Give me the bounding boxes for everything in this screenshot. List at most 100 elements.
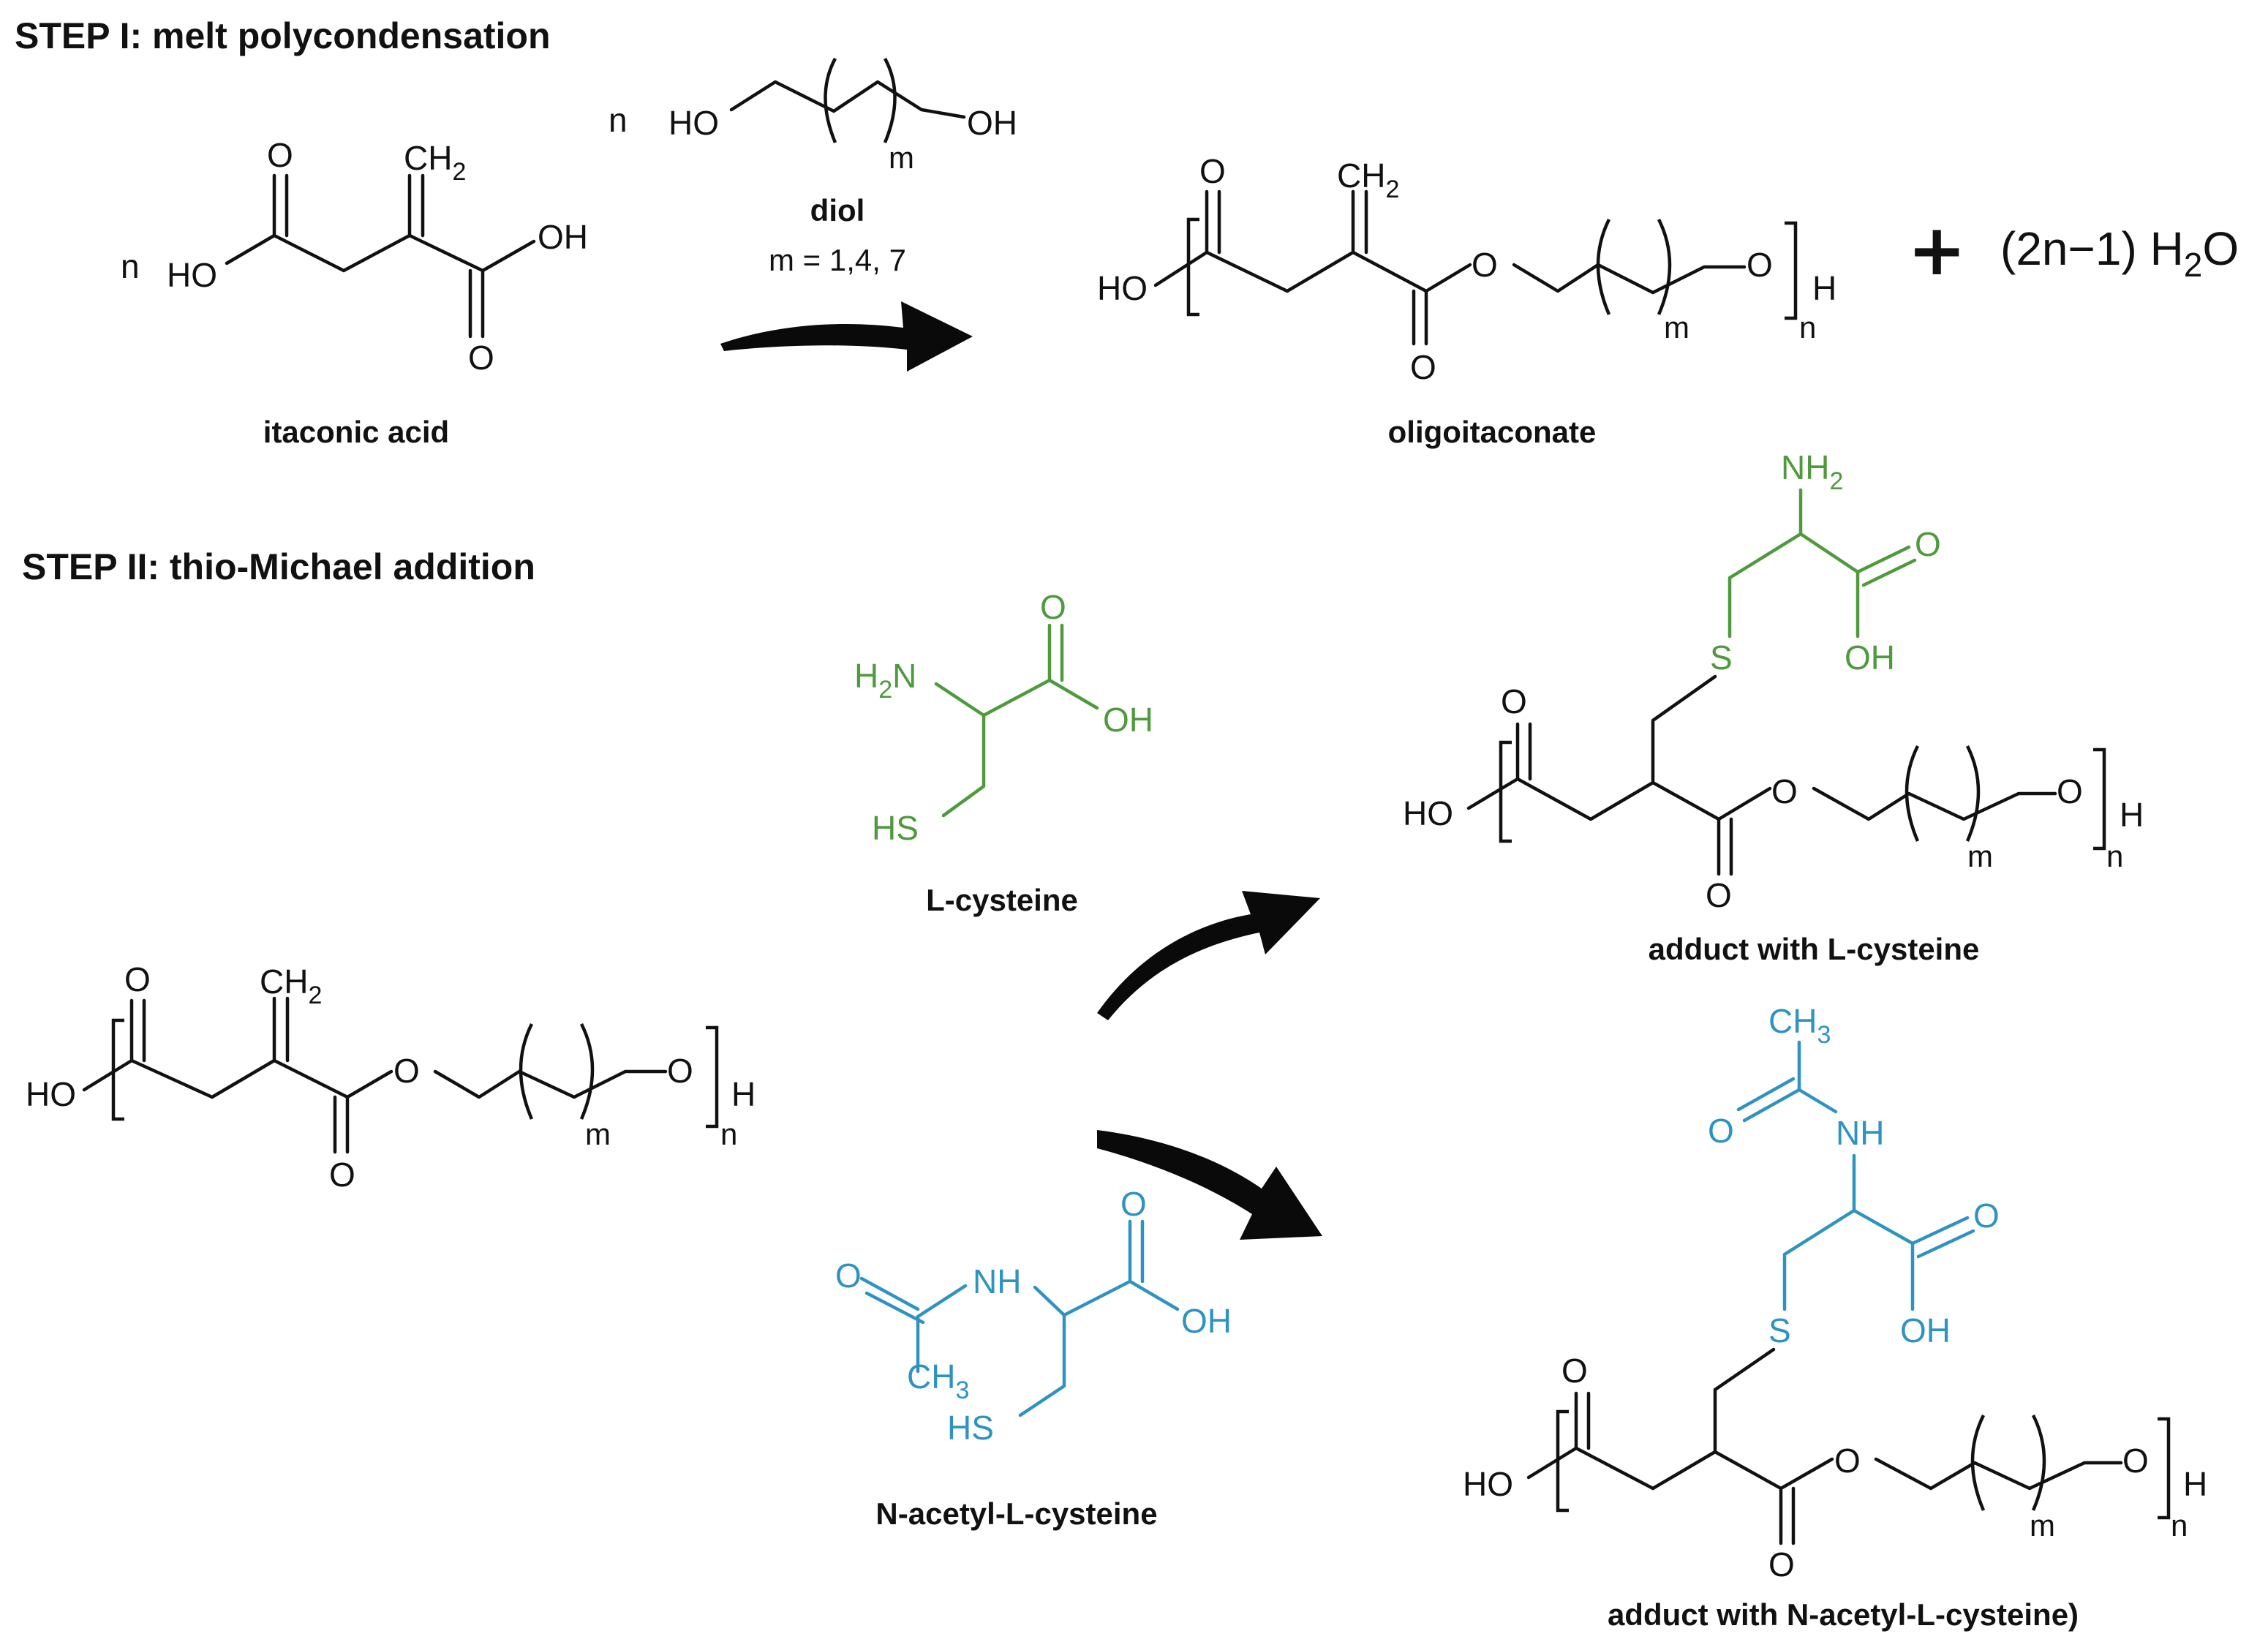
cys-o-top: O [1040,588,1066,626]
cysteine-adduct-structure: NH2 O OH S O HO O O O H m n adduct with … [1403,448,2144,966]
adduct-nac-o-acetyl: O [1708,1112,1734,1150]
oligo2-ch2: CH2 [260,963,322,1009]
adduct-nac-left-bracket [1556,1409,1569,1513]
adduct-nac-nh: NH [1836,1114,1884,1152]
nac-bonds [859,1219,1180,1417]
oligo1-ho: HO [1097,269,1148,307]
oligo2-o-ester: O [393,1052,420,1090]
adduct-nac-m: m [2030,1508,2055,1543]
oligo2-ho: HO [26,1075,76,1113]
oligo1-ch2: CH2 [1337,157,1399,203]
adduct-cys-h-end: H [2120,796,2144,834]
oligo1-right-bracket [1785,221,1798,320]
adduct-cys-repeat-parentheses [1905,745,1981,842]
oligo2-repeat-parentheses [519,1023,595,1120]
nac-nh: NH [973,1262,1021,1300]
nac-reaction-arrow [1097,1130,1322,1240]
itaconic-ho-left: HO [167,256,217,294]
l-cysteine-structure: H2N O OH HS L-cysteine [854,588,1153,917]
adduct-nac-backbone-bonds [1526,1347,2123,1545]
adduct-nac-o-top: O [1561,1352,1588,1390]
nac-caption: N-acetyl-L-cysteine [875,1496,1157,1531]
oligo1-o-end: O [1747,246,1773,284]
cys-oh: OH [1103,701,1153,739]
oligo2-bonds [82,996,668,1154]
diol-ho: HO [668,104,719,142]
cys-h2n: H2N [854,657,916,704]
adduct-nac-blue-bonds [1736,1040,1975,1311]
adduct-nac-oh: OH [1900,1311,1951,1349]
oligo2-o-end: O [667,1052,693,1090]
oligoitaconate-caption: oligoitaconate [1388,415,1597,449]
oligo2-m: m [585,1117,611,1151]
l-cysteine-caption: L-cysteine [926,883,1078,917]
itaconic-bonds [225,173,536,339]
adduct-cys-o-bottom: O [1706,876,1732,914]
oligo1-n: n [1799,310,1816,344]
adduct-cys-backbone-bonds [1466,674,2057,876]
plus-sign: + [1907,209,1966,291]
adduct-nac-repeat-parentheses [1970,1414,2046,1511]
step1-title: STEP I: melt polycondensation [15,15,551,56]
adduct-cys-nh2: NH2 [1781,448,1843,495]
adduct-nac-ho: HO [1463,1465,1513,1503]
adduct-cys-ho: HO [1403,794,1453,832]
oligo1-o-bottom: O [1410,348,1436,386]
adduct-cys-o-acid: O [1915,525,1941,563]
oligo2-n: n [720,1117,737,1151]
adduct-nac-o-end: O [2122,1442,2149,1480]
oligo1-o-ester: O [1472,246,1498,284]
oligo2-o-bottom: O [329,1156,355,1194]
adduct-cys-o-ester: O [1771,772,1798,810]
nac-oh: OH [1181,1302,1232,1340]
oligo1-bonds [1153,189,1747,346]
adduct-nac-ch3: CH3 [1768,1002,1831,1049]
step1-reaction-arrow [720,301,973,372]
oligo-reactant-structure: HO O CH2 O O O H m n [26,960,756,1194]
itaconic-acid-structure: n HO O CH2 OH O itaconic acid [121,136,588,449]
nac-o-top: O [1120,1185,1147,1223]
adduct-cys-s: S [1710,639,1733,677]
adduct-nac-caption: adduct with N-acetyl-L-cysteine) [1608,1597,2079,1632]
diol-bonds [729,80,966,119]
oligoitaconate-structure: HO O CH2 O O O H m n oligoitaconate [1097,152,1836,449]
diol-repeat-parentheses [824,57,897,143]
diol-oh: OH [967,104,1017,142]
oligo2-left-bracket [111,1018,124,1121]
adduct-nac-h-end: H [2183,1465,2207,1503]
adduct-cys-oh: OH [1845,639,1895,677]
oligo1-m: m [1664,310,1689,344]
adduct-cys-green-bonds [1728,488,1917,639]
adduct-cys-o-top: O [1501,682,1527,720]
itaconic-ch2-label: CH2 [404,139,466,186]
oligo2-o-top: O [124,960,151,998]
cys-hs: HS [872,809,919,847]
nac-adduct-structure: CH3 O NH O OH S O HO O O O H m n adduct … [1463,1002,2207,1632]
diol-coefficient: n [609,101,628,139]
itaconic-coefficient: n [121,247,140,285]
adduct-cys-n: n [2106,839,2123,873]
nac-o-acetyl: O [835,1257,862,1295]
cys-bonds [934,623,1099,818]
diol-condition: m = 1,4, 7 [769,243,906,277]
adduct-nac-right-bracket [2158,1417,2171,1520]
oligo1-left-bracket [1186,217,1199,317]
itaconic-o-top: O [267,136,293,174]
adduct-cys-m: m [1967,839,1993,873]
water-byproduct: (2n−1) H2O [2000,222,2239,284]
adduct-cys-right-bracket [2093,747,2106,851]
adduct-nac-o-bottom: O [1768,1545,1795,1583]
adduct-nac-o-acid: O [1973,1197,2000,1235]
nac-structure: O NH O OH CH3 HS N-acetyl-L-cysteine [835,1185,1232,1531]
diol-caption: diol [810,193,865,227]
itaconic-acid-caption: itaconic acid [263,415,449,449]
oligo1-h-end: H [1812,269,1836,307]
diol-structure: n HO OH m diol m = 1,4, 7 [609,57,1017,277]
diol-m-subscript: m [889,140,914,175]
cysteine-reaction-arrow [1097,891,1320,1020]
nac-ch3: CH3 [907,1357,969,1404]
adduct-cys-o-end: O [2057,772,2083,810]
adduct-nac-s: S [1768,1311,1791,1349]
oligo1-repeat-parentheses [1596,218,1672,315]
